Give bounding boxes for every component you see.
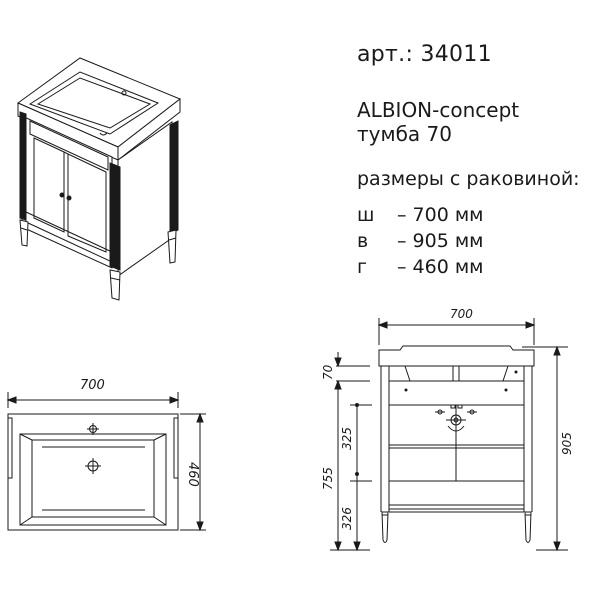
front-view-width-label: 700 [450,307,473,321]
dimension-key: ш [357,204,375,226]
dimension-key: г [357,256,367,278]
dimension-width: ш – 700 мм [357,202,484,228]
top-view-width-label: 700 [80,378,105,393]
front-view-total-height-label: 905 [560,432,574,455]
dimensions-list: ш – 700 мм в – 905 мм г – 460 мм [357,202,484,280]
front-view-sink-top-label: 70 [321,364,335,380]
front-view-lower-section-label: 326 [340,507,354,530]
product-name-line1: ALBION-concept [357,98,520,122]
front-view-upper-section-label: 325 [340,427,354,450]
front-view-cabinet-height-label: 755 [321,467,335,490]
article-number: арт.: 34011 [357,42,492,67]
dimension-depth: г – 460 мм [357,254,484,280]
dimension-value: – 460 мм [397,256,484,278]
product-name-line2: тумба 70 [357,122,452,146]
dimension-key: в [357,230,369,252]
sizes-title: размеры с раковиной: [357,168,580,190]
dimension-value: – 700 мм [397,204,484,226]
dimension-value: – 905 мм [397,230,484,252]
product-name: ALBION-concept тумба 70 [357,98,519,146]
dimension-height: в – 905 мм [357,228,484,254]
